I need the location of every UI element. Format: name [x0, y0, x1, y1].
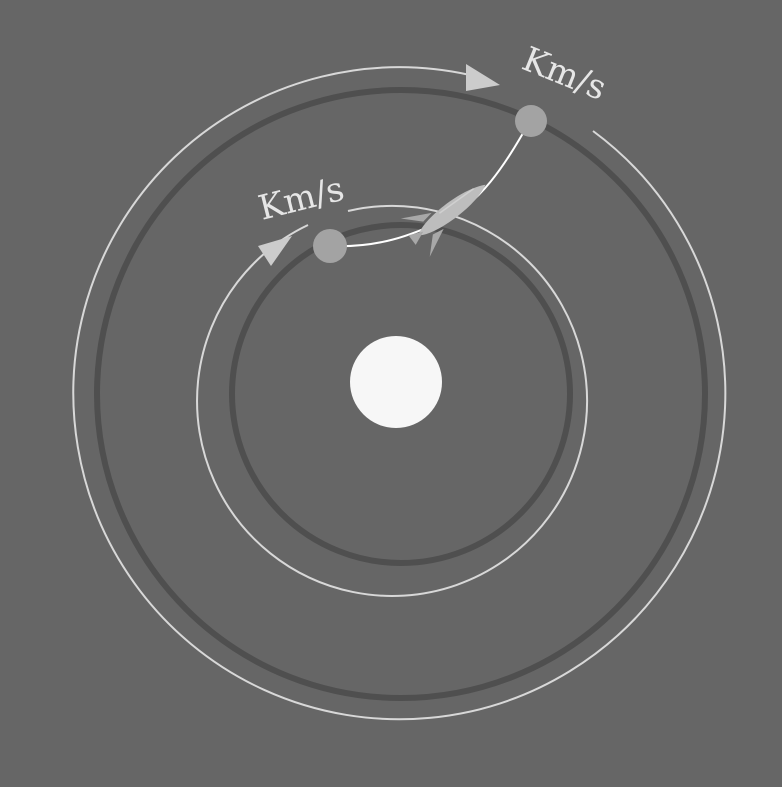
inner-velocity-arc	[196, 204, 589, 597]
outer-planet-icon	[515, 105, 547, 137]
outer-velocity-arc	[72, 66, 727, 721]
inner-orbit-ring	[229, 222, 573, 566]
inner-speed-label: Km/s	[255, 169, 349, 229]
inner-arrow-head-icon	[258, 236, 292, 266]
outer-orbit-ring	[94, 87, 708, 701]
outer-arrow-head-icon	[466, 64, 500, 91]
star-icon	[350, 336, 442, 428]
outer-speed-label: Km/s	[517, 39, 612, 109]
inner-planet-icon	[313, 229, 347, 263]
